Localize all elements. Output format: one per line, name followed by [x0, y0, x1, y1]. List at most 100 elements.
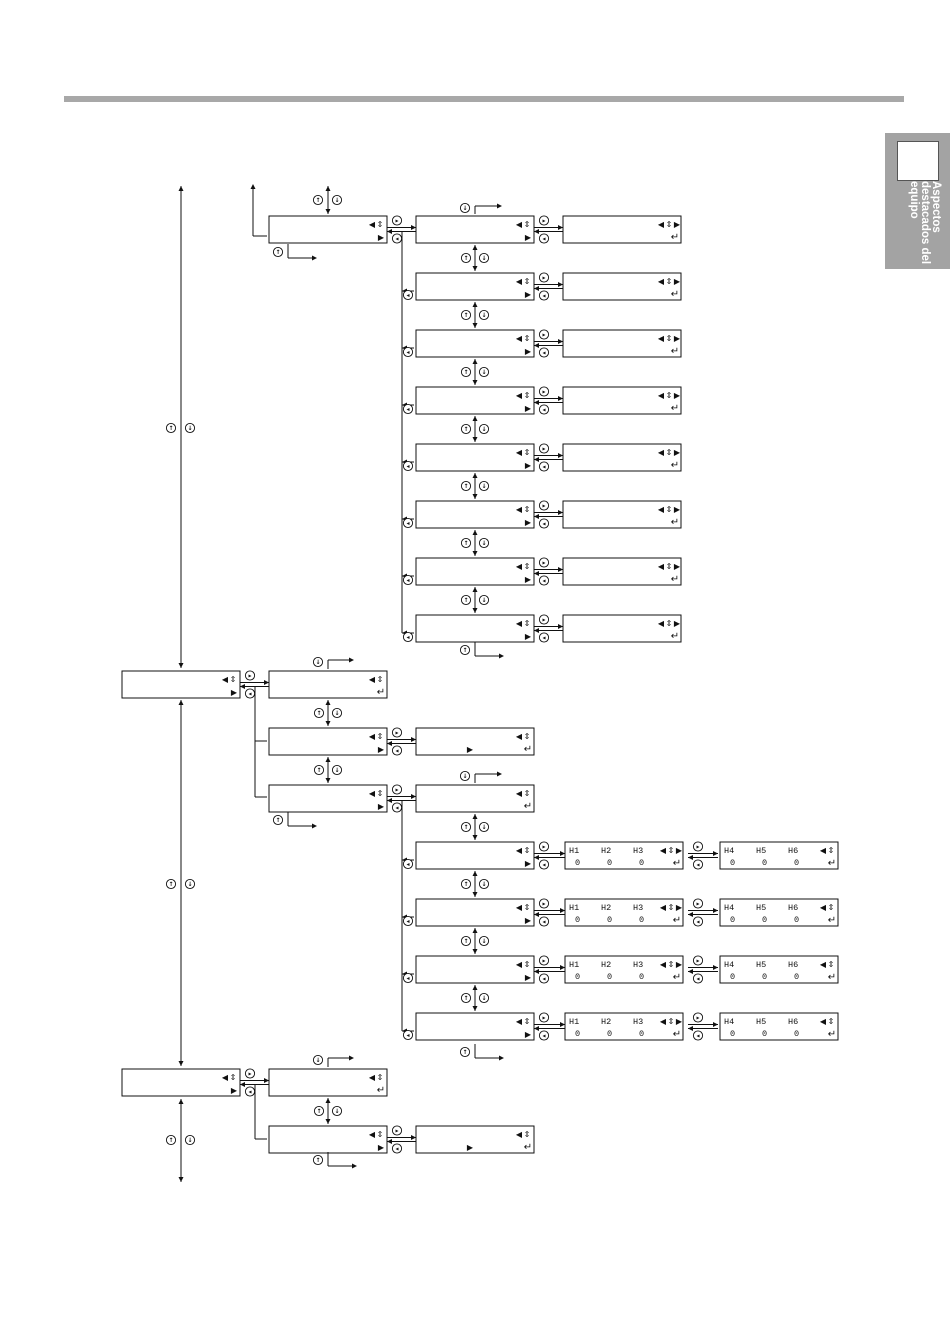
up-arrow-key-icon: ↑: [460, 878, 472, 890]
svg-text:↑: ↑: [168, 425, 173, 432]
left-arrow-key-icon: ◂: [391, 745, 403, 756]
left-selector-icon: ◀: [658, 505, 665, 514]
head-submenu-display: ◀⇕▶: [415, 955, 535, 984]
head-value: 0: [794, 915, 799, 925]
enter-return-icon: ↵: [524, 744, 532, 755]
svg-text:↑: ↑: [463, 540, 468, 547]
left-selector-icon: ◀: [516, 619, 523, 628]
option-display: ◀⇕↵: [268, 670, 388, 699]
up-down-selector-icon: ⇕: [666, 277, 673, 286]
head-label: H3: [633, 960, 643, 970]
up-down-selector-icon: ⇕: [524, 732, 531, 741]
left-arrow-key-icon: ◂: [402, 289, 414, 301]
svg-text:◂: ◂: [696, 1033, 699, 1040]
svg-text:↓: ↓: [481, 369, 486, 376]
svg-text:▸: ▸: [542, 958, 545, 965]
head-value: 0: [607, 915, 612, 925]
arrowhead: [411, 225, 416, 230]
arrowhead: [558, 510, 563, 515]
option-display: ◀⇕▶: [268, 784, 388, 813]
up-down-selector-icon: ⇕: [524, 505, 531, 514]
arrowhead: [534, 1026, 539, 1031]
left-arrow-key-icon: ◂: [692, 916, 704, 927]
svg-text:▸: ▸: [696, 901, 699, 908]
value-pointer-icon: ▶: [467, 745, 474, 754]
svg-text:↓: ↓: [462, 205, 467, 212]
enter-return-icon: ↵: [671, 517, 679, 528]
svg-text:↓: ↓: [481, 255, 486, 262]
head-label: H5: [756, 846, 766, 856]
svg-text:▸: ▸: [395, 1128, 398, 1135]
submenu-right-arrow-icon: ▶: [525, 1030, 532, 1039]
head-label: H5: [756, 1017, 766, 1027]
svg-text:◂: ◂: [406, 349, 409, 356]
right-selector-icon: ▶: [676, 1017, 683, 1026]
left-selector-icon: ◀: [820, 846, 827, 855]
svg-text:◂: ◂: [542, 578, 545, 585]
svg-text:▸: ▸: [542, 844, 545, 851]
down-arrow-key-icon: ↓: [478, 309, 490, 321]
left-selector-icon: ◀: [516, 277, 523, 286]
head-value: 0: [639, 858, 644, 868]
svg-text:↑: ↑: [463, 824, 468, 831]
arrowhead: [178, 186, 184, 191]
right-selector-icon: ▶: [676, 960, 683, 969]
svg-text:▸: ▸: [248, 1071, 251, 1078]
up-arrow-key-icon: ↑: [460, 309, 472, 321]
enter-return-icon: ↵: [828, 915, 836, 926]
svg-text:↑: ↑: [316, 710, 321, 717]
up-arrow-key-icon: ↑: [272, 246, 284, 258]
svg-text:↓: ↓: [481, 483, 486, 490]
submenu-right-arrow-icon: ▶: [378, 1143, 385, 1152]
head-label: H3: [633, 903, 643, 913]
up-down-selector-icon: ⇕: [666, 562, 673, 571]
submenu-right-arrow-icon: ▶: [525, 518, 532, 527]
up-arrow-key-icon: ↑: [165, 1134, 177, 1146]
arrowhead: [325, 186, 331, 191]
left-arrow-key-icon: ◂: [538, 632, 550, 643]
enter-return-icon: ↵: [671, 631, 679, 642]
arrowhead: [472, 871, 478, 876]
option-display: ◀⇕▶: [268, 727, 388, 756]
up-down-selector-icon: ⇕: [377, 220, 384, 229]
head-value: 0: [794, 972, 799, 982]
arrowhead: [558, 624, 563, 629]
head-value: 0: [762, 858, 767, 868]
arrowhead: [472, 892, 478, 897]
left-arrow-key-icon: ◂: [538, 575, 550, 586]
svg-text:◂: ◂: [406, 918, 409, 925]
up-arrow-key-icon: ↑: [312, 1154, 324, 1166]
head-label: H4: [724, 846, 734, 856]
head-label: H2: [601, 846, 611, 856]
submenu-right-arrow-icon: ▶: [231, 688, 238, 697]
up-down-selector-icon: ⇕: [524, 334, 531, 343]
arrowhead: [534, 571, 539, 576]
head-value: 0: [639, 1029, 644, 1039]
svg-text:◂: ◂: [395, 748, 398, 755]
menu-display-top: ◀⇕▶: [268, 215, 388, 244]
svg-text:↓: ↓: [481, 995, 486, 1002]
up-down-selector-icon: ⇕: [668, 1017, 675, 1026]
right-selector-icon: ▶: [674, 448, 681, 457]
svg-text:↑: ↑: [463, 255, 468, 262]
left-selector-icon: ◀: [369, 220, 376, 229]
arrowhead: [349, 1055, 354, 1061]
left-arrow-key-icon: ◂: [402, 858, 414, 870]
left-arrow-key-icon: ◂: [538, 916, 550, 927]
up-down-selector-icon: ⇕: [524, 562, 531, 571]
head-label: H1: [569, 903, 579, 913]
head-value: 0: [639, 915, 644, 925]
setting-display: ◀⇕▶↵: [562, 215, 682, 244]
submenu-right-arrow-icon: ▶: [525, 859, 532, 868]
arrowhead: [240, 684, 245, 689]
arrowhead: [387, 798, 392, 803]
head-value: 0: [762, 915, 767, 925]
up-down-selector-icon: ⇕: [230, 675, 237, 684]
arrowhead: [325, 778, 331, 783]
enter-return-icon: ↵: [377, 687, 385, 698]
right-arrow-key-icon: ▸: [391, 1125, 403, 1136]
